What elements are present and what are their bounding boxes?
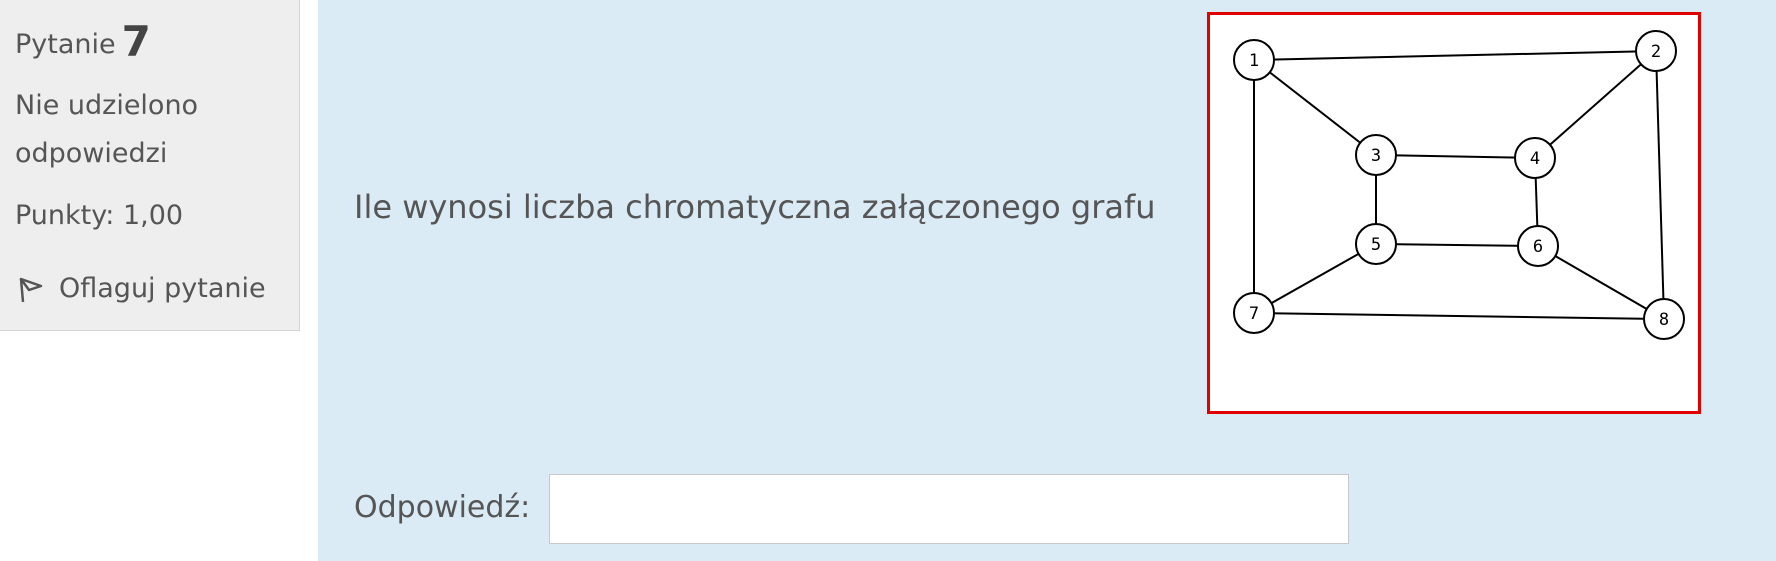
graph-edge-6-8 bbox=[1537, 245, 1665, 320]
answer-input[interactable] bbox=[549, 474, 1349, 544]
answer-label: Odpowiedź: bbox=[354, 490, 531, 525]
graph-node-2 bbox=[1635, 30, 1677, 72]
graph-node-6 bbox=[1517, 225, 1559, 267]
question-content: Ile wynosi liczba chromatyczna załączone… bbox=[318, 0, 1776, 561]
graph-node-label-5: 5 bbox=[1371, 235, 1381, 255]
graph-edge-7-8 bbox=[1253, 312, 1665, 320]
graph-node-label-4: 4 bbox=[1530, 149, 1540, 169]
graph-node-8 bbox=[1643, 298, 1685, 340]
graph-node-label-7: 7 bbox=[1249, 304, 1259, 324]
graph-node-label-3: 3 bbox=[1371, 146, 1381, 166]
graph-edge-3-4 bbox=[1375, 154, 1536, 159]
graph-node-7 bbox=[1233, 292, 1275, 334]
question-number: 7 bbox=[121, 17, 151, 66]
graph-edge-5-6 bbox=[1375, 243, 1539, 247]
question-state: Nie udzielono odpowiedzi bbox=[15, 90, 199, 169]
flag-question-button[interactable]: Oflaguj pytanie bbox=[15, 272, 266, 304]
flag-question-label: Oflaguj pytanie bbox=[59, 272, 266, 304]
graph-node-label-1: 1 bbox=[1249, 51, 1259, 71]
graph-node-4 bbox=[1514, 137, 1556, 179]
graph-edge-1-3 bbox=[1253, 59, 1377, 156]
graph-edge-2-4 bbox=[1534, 50, 1657, 159]
graph-node-1 bbox=[1233, 39, 1275, 81]
graph-image: 1 2 3 4 5 6 7 8 bbox=[1207, 12, 1701, 414]
flag-icon bbox=[15, 272, 47, 304]
graph-node-5 bbox=[1355, 223, 1397, 265]
graph-edge-2-8 bbox=[1655, 50, 1665, 320]
graph-drawing: 1 2 3 4 5 6 7 8 bbox=[1233, 30, 1685, 340]
graph-node-label-6: 6 bbox=[1533, 237, 1543, 257]
graph-node-label-8: 8 bbox=[1659, 310, 1669, 330]
question-text: Ile wynosi liczba chromatyczna załączone… bbox=[354, 188, 1156, 226]
graph-edge-1-2 bbox=[1253, 50, 1657, 61]
graph-edge-5-7 bbox=[1253, 243, 1377, 314]
graph-node-3 bbox=[1355, 134, 1397, 176]
question-label: Pytanie bbox=[15, 29, 116, 60]
question-grade: Punkty: 1,00 bbox=[15, 200, 184, 231]
graph-node-label-2: 2 bbox=[1651, 42, 1661, 62]
